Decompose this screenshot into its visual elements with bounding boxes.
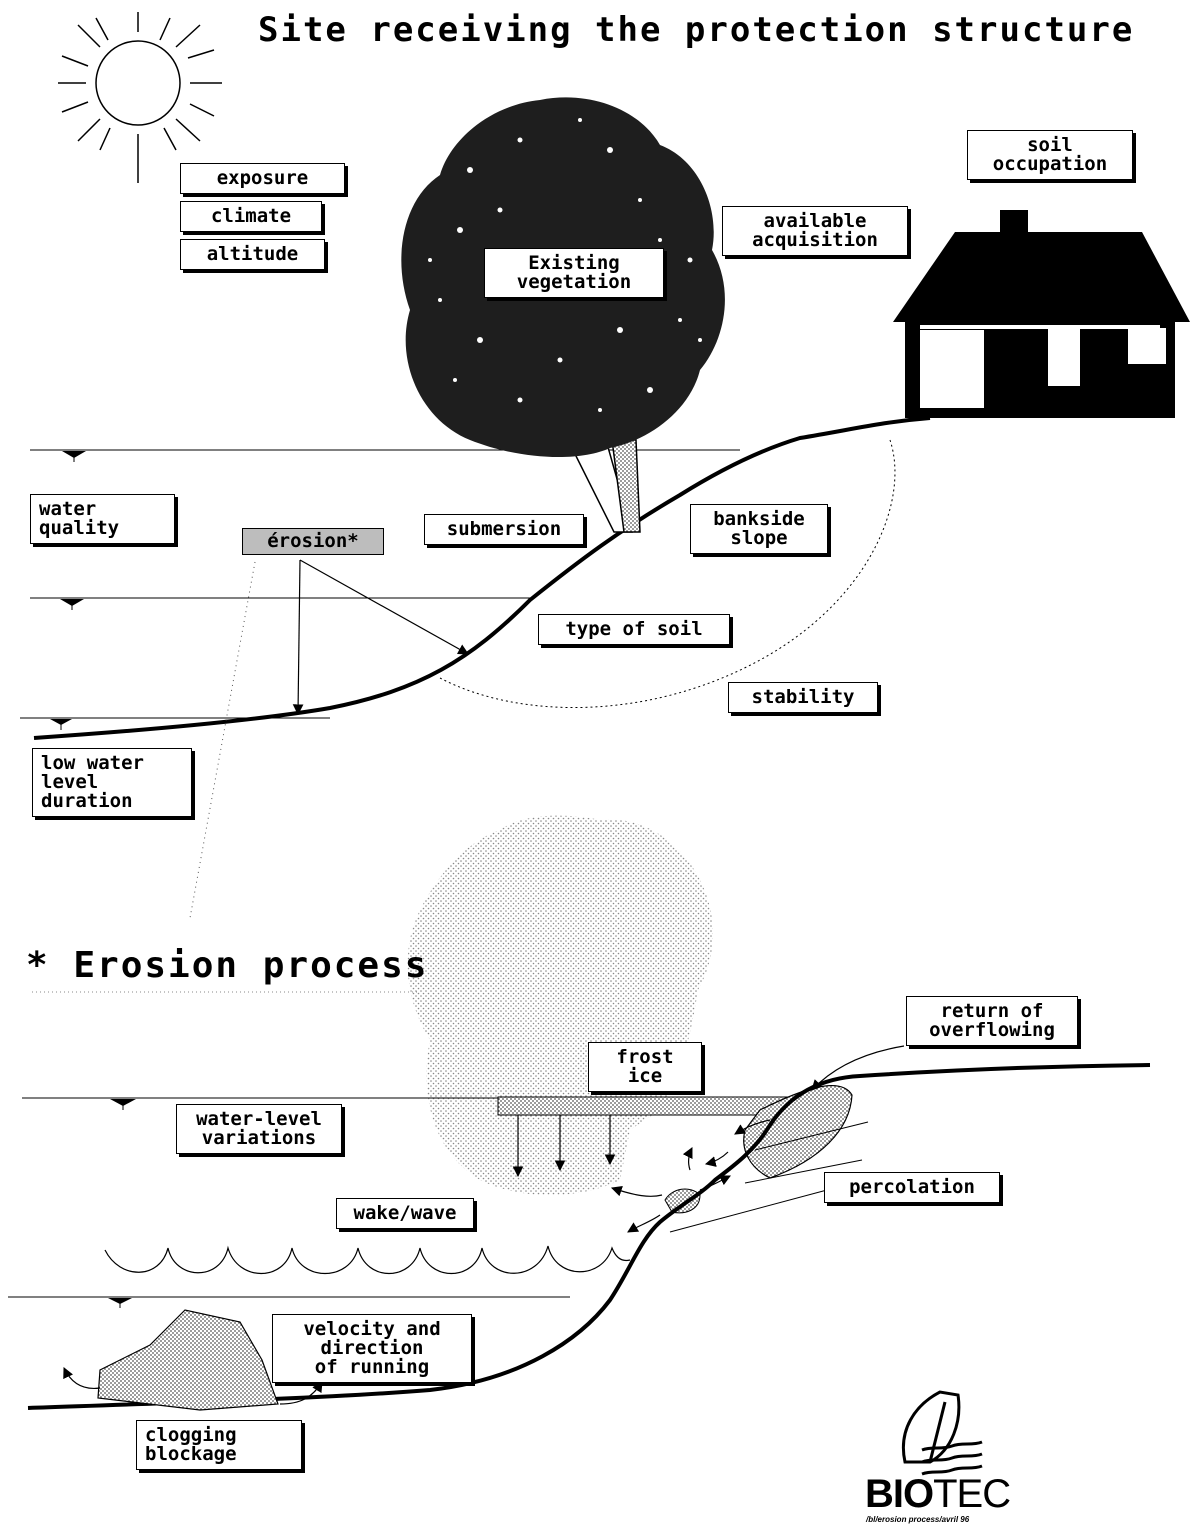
biotec-wordmark: BIOTEC bbox=[865, 1472, 1011, 1517]
label-type-of-soil: type of soil bbox=[538, 614, 730, 645]
water-level-marker-icon bbox=[50, 451, 86, 730]
label-frost-ice: frost ice bbox=[588, 1042, 702, 1092]
stability-arc bbox=[439, 439, 896, 708]
upper-bank-profile bbox=[33, 416, 931, 740]
footnote: /bl/erosion process/avril 96 bbox=[866, 1515, 970, 1524]
label-low-water-level-duration: low water level duration bbox=[32, 748, 192, 817]
sun-icon bbox=[58, 12, 222, 183]
label-climate: climate bbox=[180, 201, 322, 232]
rock-arrows bbox=[63, 1367, 323, 1405]
label-bankside-slope: bankside slope bbox=[690, 504, 828, 554]
label-wake-wave: wake/wave bbox=[336, 1198, 474, 1229]
label-altitude: altitude bbox=[180, 239, 325, 270]
label-soil-occupation: soil occupation bbox=[967, 130, 1133, 180]
label-water-level-variations: water-level variations bbox=[176, 1104, 342, 1154]
label-erosion: érosion* bbox=[242, 528, 384, 555]
label-exposure: exposure bbox=[180, 163, 345, 194]
label-stability: stability bbox=[728, 682, 878, 713]
tree-icon bbox=[401, 97, 725, 533]
rock-icon bbox=[97, 1309, 279, 1411]
label-available-acquisition: available acquisition bbox=[722, 206, 908, 256]
section-title: * Erosion process bbox=[26, 945, 429, 986]
label-submersion: submersion bbox=[424, 514, 584, 545]
biotec-light: TEC bbox=[933, 1472, 1011, 1516]
wave-line bbox=[104, 1245, 631, 1274]
erosion-link-dotted bbox=[189, 561, 256, 919]
label-return-of-overflowing: return of overflowing bbox=[906, 996, 1078, 1046]
ice-bar bbox=[497, 1096, 799, 1116]
house-icon bbox=[893, 210, 1190, 418]
erosion-arrows bbox=[292, 559, 469, 716]
percolation-lines bbox=[669, 1121, 869, 1233]
ice-arrows bbox=[512, 1115, 616, 1178]
label-percolation: percolation bbox=[824, 1172, 1000, 1203]
biotec-bold: BIO bbox=[865, 1472, 934, 1516]
label-existing-vegetation: Existing vegetation bbox=[484, 248, 664, 298]
lower-bank-profile bbox=[27, 1063, 1151, 1410]
label-water-quality: water quality bbox=[30, 494, 175, 544]
bank-slump-small bbox=[664, 1188, 701, 1214]
label-velocity-and-direction: velocity and direction of running bbox=[272, 1314, 472, 1383]
page-title: Site receiving the protection structure bbox=[258, 10, 1135, 50]
water-level-marker-icon-lower bbox=[108, 1099, 136, 1308]
erosion-curved-arrows bbox=[610, 1045, 905, 1233]
label-clogging-blockage: clogging blockage bbox=[136, 1420, 302, 1470]
biotec-logo-icon bbox=[902, 1390, 983, 1476]
